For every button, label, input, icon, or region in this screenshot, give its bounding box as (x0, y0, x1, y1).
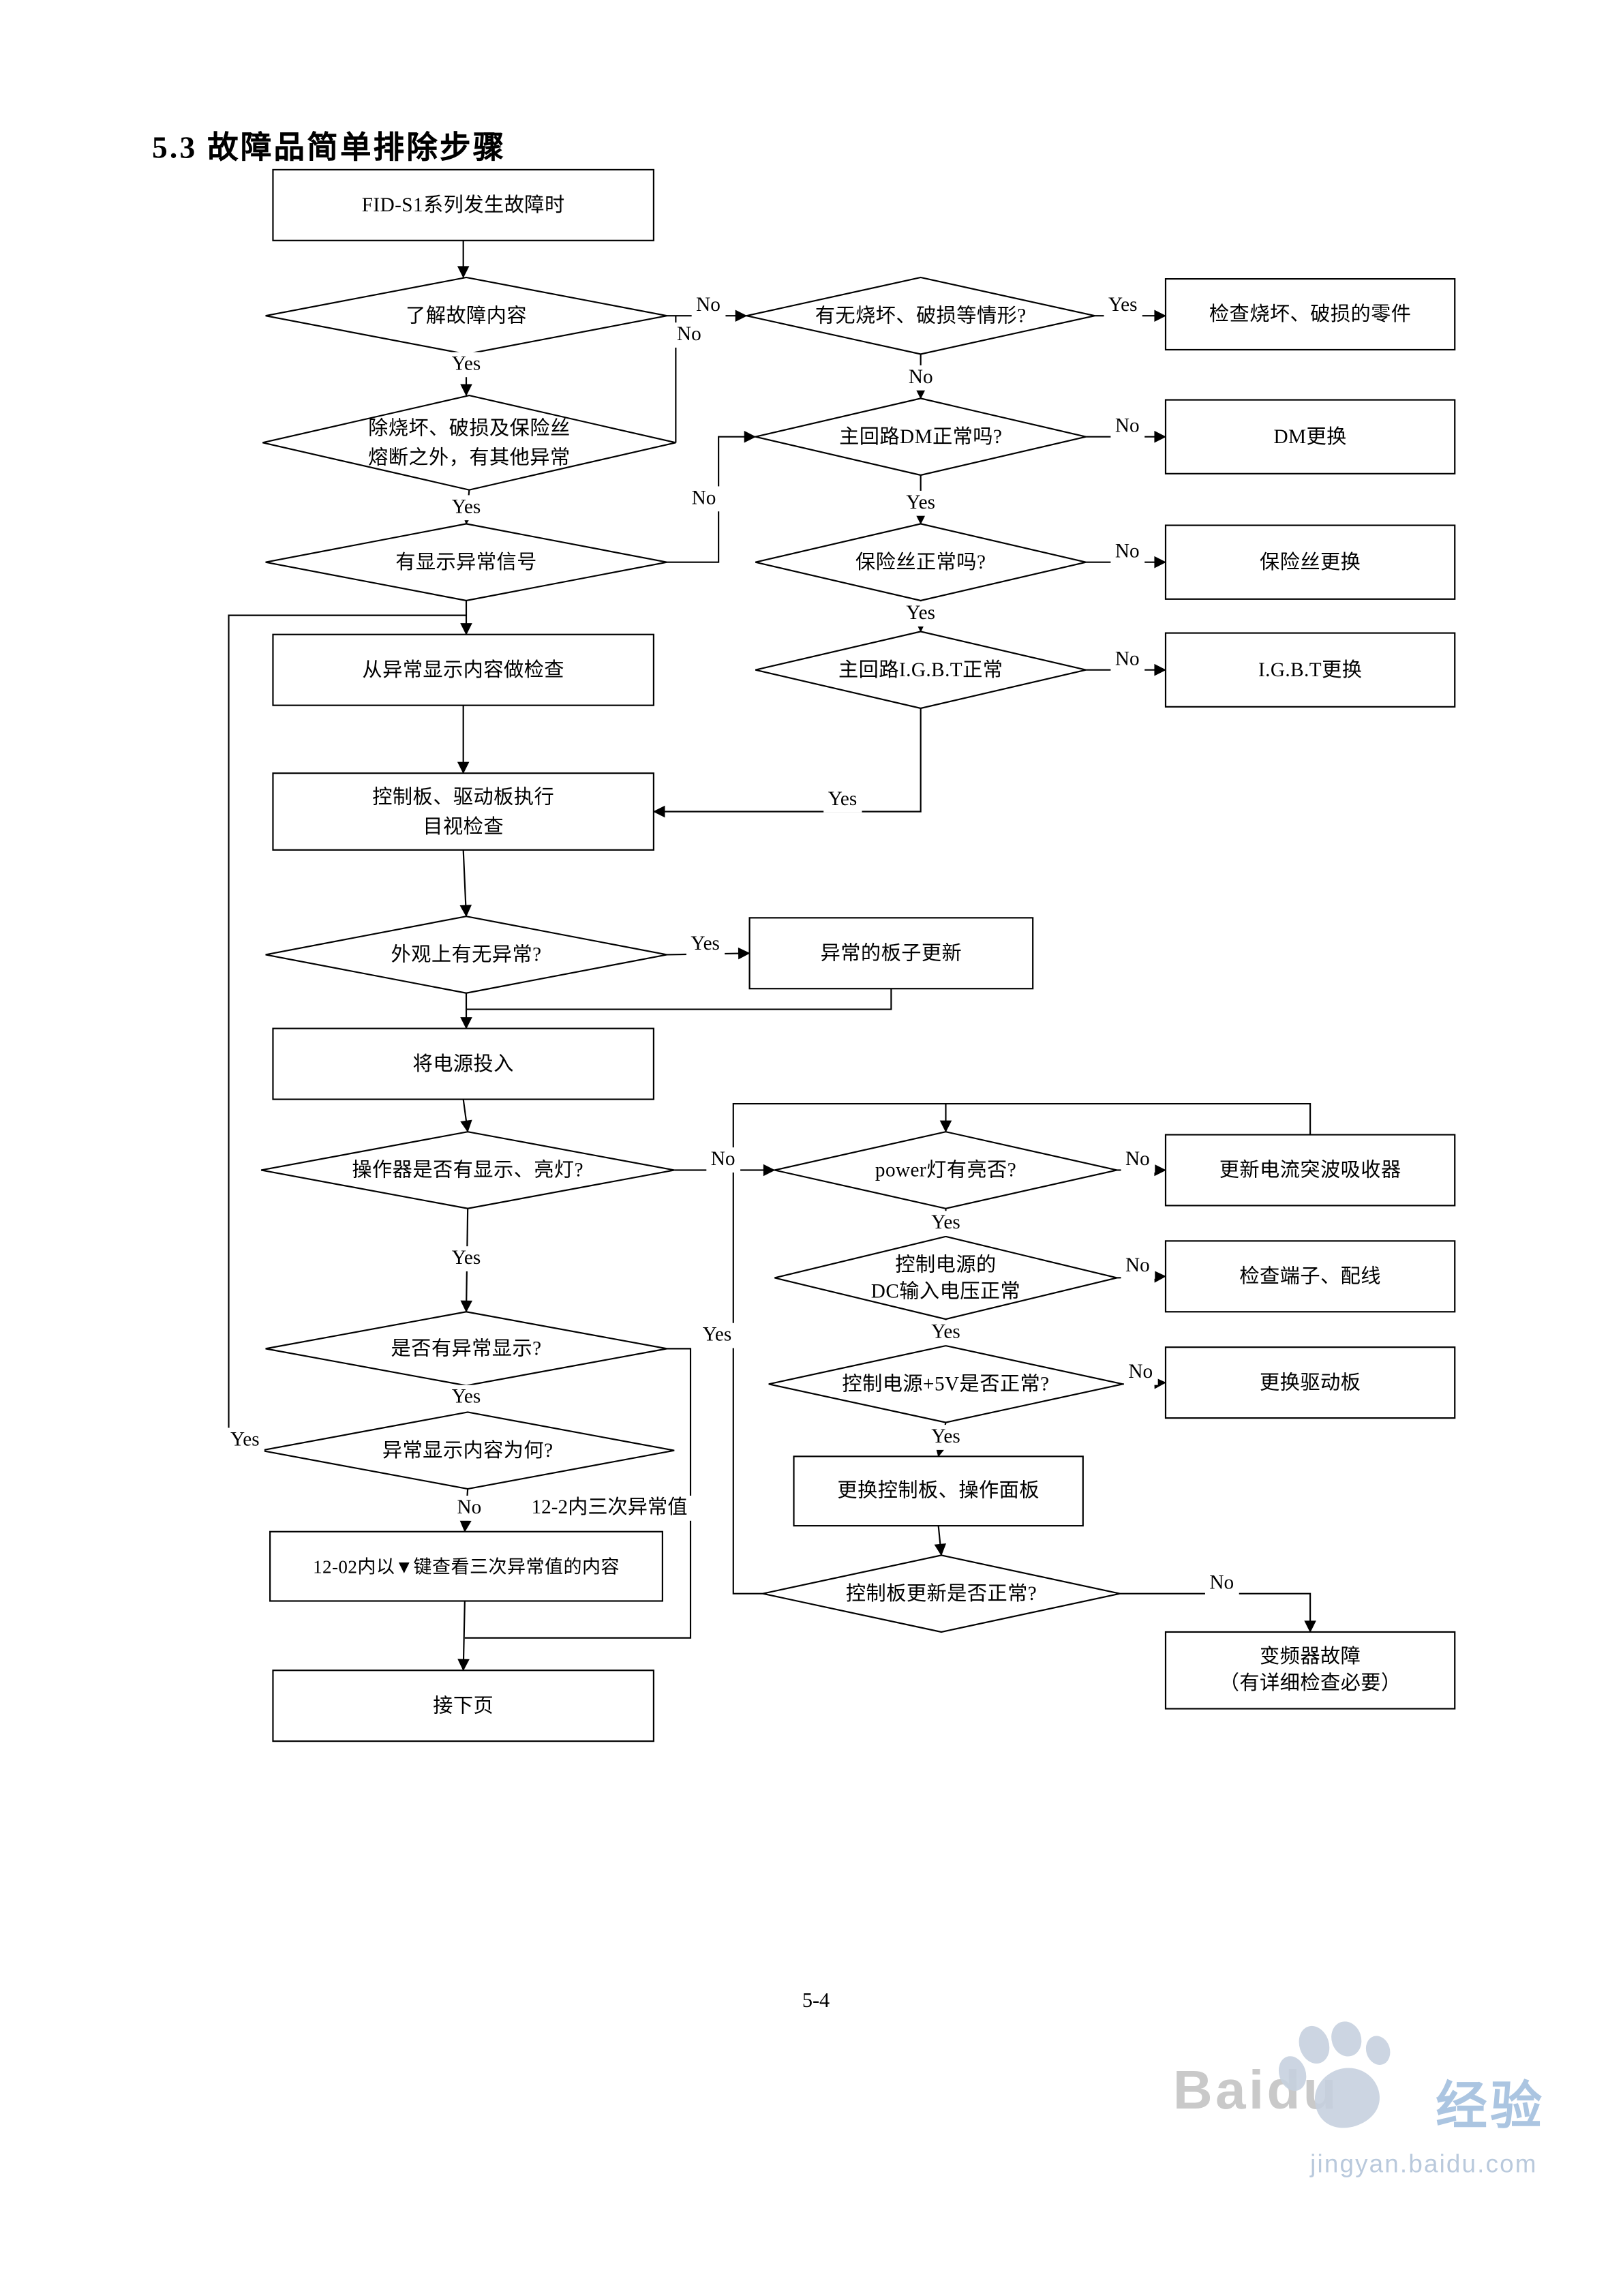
node-display-signal: 有显示异常信号 (395, 550, 537, 573)
node-drive-board: 更换驱动板 (1260, 1371, 1361, 1393)
edge-label-yes: Yes (447, 495, 485, 520)
node-power-lamp: power灯有亮否? (875, 1158, 1017, 1181)
shape-next-page (272, 1670, 654, 1742)
shape-board-renew (748, 917, 1034, 990)
page-number: 5-4 (802, 1991, 830, 2013)
shape-key-check (269, 1530, 663, 1602)
node-power-on: 将电源投入 (412, 1052, 514, 1075)
node-fuse-replace: 保险丝更换 (1260, 550, 1361, 573)
node-understand: 了解故障内容 (406, 304, 527, 327)
edge-igbt-yes (652, 708, 922, 818)
edge-ctrl-update-no (1119, 1592, 1316, 1633)
shape-power-on (272, 1027, 654, 1100)
edge-replace-panel-down (934, 1526, 947, 1556)
edge-label-yes: Yes (926, 1211, 965, 1236)
edge-label-no: No (904, 365, 938, 391)
node-dm-replace: DM更换 (1273, 425, 1347, 448)
edge-label-yes: Yes (698, 1323, 736, 1348)
edge-label-no: No (1204, 1571, 1239, 1596)
shape-check-display (272, 633, 654, 706)
edge-label-no: No (1110, 414, 1144, 439)
edge-label-no: No (1110, 647, 1144, 672)
node-other-abnormal: 除烧坏、破损及保险丝 熔断之外，有其他异常 (368, 417, 571, 468)
edge-label-yes: Yes (447, 352, 485, 377)
edge-label-no: No (1123, 1359, 1157, 1385)
edge-ctrl-update-yes-loop (732, 1102, 1311, 1595)
node-inverter-fault: 变频器故障 （有详细检查必要） (1219, 1645, 1401, 1694)
edge-label-yes: Yes (1104, 292, 1142, 318)
node-appearance: 外观上有无异常? (391, 943, 542, 966)
page-title: 5.3 故障品简单排除步骤 (151, 130, 506, 166)
edge-power-on-down (460, 1099, 472, 1133)
edge-label-yes: Yes (823, 787, 862, 813)
shape-replace-ctrl-panel (793, 1455, 1084, 1527)
edge-label-yes: Yes (926, 1425, 965, 1450)
edge-label-yes: Yes (901, 490, 940, 516)
edge-abnormal-display-no (464, 1348, 692, 1639)
shape-start (272, 168, 654, 241)
watermark-brand-cn: 经验 (1436, 2077, 1545, 2136)
shape-display-content (260, 1411, 675, 1490)
node-ctrl-update-ok: 控制板更新是否正常? (845, 1582, 1037, 1605)
edge-label-yes: Yes (926, 1320, 965, 1345)
node-key-check: 12-02内以▼键查看三次异常值的内容 (313, 1556, 620, 1577)
edge-key-check-down (457, 1601, 470, 1672)
edge-label-no: No (706, 1147, 740, 1173)
edge-label-yes: Yes (901, 601, 940, 626)
edge-visual-inspect-down (459, 849, 472, 918)
edge-board-renew-merge (466, 988, 892, 1010)
paw-icon (1278, 2021, 1391, 2128)
shape-check-terminal (1164, 1240, 1456, 1313)
edge-label-yes: Yes (447, 1385, 485, 1410)
node-visual-inspect: 控制板、驱动板执行 目视检查 (372, 785, 555, 837)
edge-label-no: No (687, 486, 721, 511)
node-operator-display: 操作器是否有显示、亮灯? (352, 1158, 583, 1181)
node-start: FID-S1系列发生故障时 (361, 194, 565, 216)
node-check-burn-parts: 检查烧坏、破损的零件 (1209, 303, 1412, 325)
edge-label-no: No (672, 322, 706, 348)
edge-label-no: No (1121, 1253, 1155, 1279)
edge-label-no: No (691, 292, 725, 318)
shape-check-burn-parts (1164, 278, 1456, 351)
node-replace-ctrl-panel: 更换控制板、操作面板 (837, 1479, 1040, 1501)
edge-label-yes: Yes (226, 1428, 264, 1453)
node-check-display: 从异常显示内容做检查 (362, 658, 564, 681)
node-check-terminal: 检查端子、配线 (1239, 1265, 1381, 1288)
node-burn-damage: 有无烧坏、破损等情形? (815, 304, 1027, 327)
edge-label-no: No (452, 1495, 486, 1521)
node-igbt-ok: 主回路I.G.B.T正常 (838, 658, 1003, 681)
node-igbt-replace: I.G.B.T更换 (1258, 658, 1363, 681)
node-next-page: 接下页 (433, 1694, 494, 1717)
node-surge-absorber: 更新电流突波吸收器 (1219, 1158, 1401, 1181)
edge-label-yes: Yes (686, 932, 725, 957)
shape-inverter-fault (1164, 1631, 1456, 1710)
node-plus5v: 控制电源+5V是否正常? (842, 1372, 1050, 1395)
shape-drive-board (1164, 1346, 1456, 1419)
node-board-renew: 异常的板子更新 (820, 941, 962, 964)
shape-surge-absorber (1164, 1134, 1456, 1207)
edge-label-no: No (1110, 539, 1144, 564)
edge-label-yes: Yes (447, 1246, 485, 1271)
node-dm-ok: 主回路DM正常吗? (839, 425, 1003, 448)
shape-igbt-replace (1164, 632, 1456, 708)
edge-label-note: 12-2内三次异常值 (527, 1495, 692, 1521)
node-fuse-ok: 保险丝正常吗? (855, 550, 986, 573)
node-dc-input: 控制电源的 DC输入电压正常 (870, 1253, 1021, 1302)
watermark-url: jingyan.baidu.com (1310, 2149, 1538, 2178)
edge-label-no: No (1121, 1147, 1155, 1173)
node-abnormal-display: 是否有异常显示? (391, 1337, 542, 1360)
node-display-content: 异常显示内容为何? (382, 1438, 553, 1462)
watermark-brand: Baidu (1172, 2059, 1339, 2121)
